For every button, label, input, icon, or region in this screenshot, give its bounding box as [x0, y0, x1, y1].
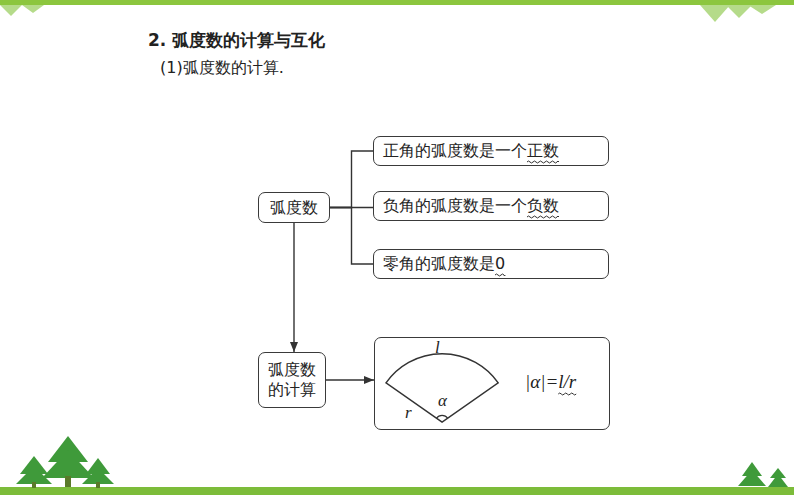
box-text: 弧度数: [270, 198, 318, 218]
box-text: 零角的弧度数是0: [383, 254, 505, 274]
wavy-underline: [558, 393, 576, 395]
branch-box: 正角的弧度数是一个正数: [373, 136, 609, 166]
branch-box: 零角的弧度数是0: [373, 249, 609, 279]
figure-box: l r α |α|=l/r: [374, 337, 610, 430]
bottom-bar: [0, 487, 794, 495]
box-text: 正角的弧度数是一个正数: [383, 141, 559, 161]
box-text: 负角的弧度数是一个负数: [383, 196, 559, 216]
arrow: [293, 223, 294, 352]
root-box: 弧度数: [258, 192, 330, 223]
bracket-line: [330, 151, 373, 208]
figure-label: r: [405, 404, 412, 421]
angle-mark: [436, 415, 447, 418]
figure-label: l: [435, 339, 440, 356]
bracket-line: [330, 208, 373, 265]
wavy-underline: [527, 161, 559, 163]
figure-label: α: [438, 392, 447, 409]
process-box: 弧度数的计算: [258, 352, 326, 408]
formula: |α|=l/r: [525, 372, 576, 391]
trees-right: [738, 462, 788, 487]
trees-left: [16, 436, 114, 488]
arrow: [326, 379, 374, 380]
wavy-underline: [495, 274, 505, 276]
sector-outline: [386, 354, 498, 422]
wavy-underline: [527, 216, 559, 218]
subheading: (1)弧度数的计算.: [160, 58, 284, 79]
slide-title: 2. 弧度数的计算与互化: [148, 29, 325, 52]
top-triangles: [0, 5, 776, 22]
top-bar: [0, 0, 794, 5]
branch-box: 负角的弧度数是一个负数: [373, 191, 609, 221]
box-text: 弧度数的计算: [267, 360, 317, 400]
